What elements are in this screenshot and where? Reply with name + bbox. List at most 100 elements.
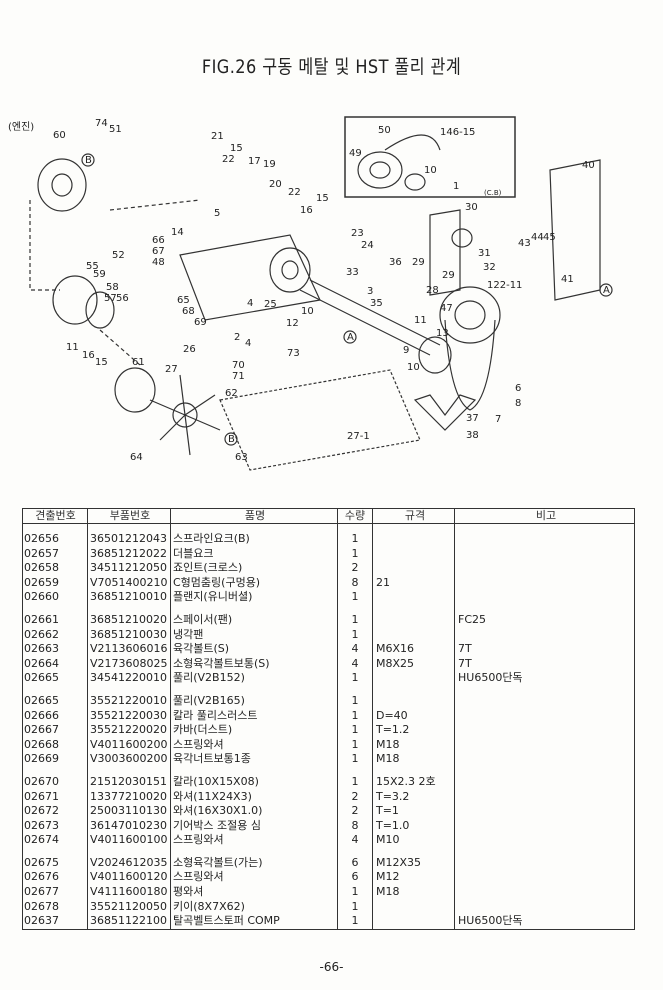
cell-remarks	[455, 709, 634, 724]
cell-part-name: 스프링와셔	[171, 833, 338, 848]
cell-part-name: 스페이서(팬)	[171, 612, 338, 628]
callout-label: 29	[412, 257, 425, 268]
callout-label: 50	[378, 125, 391, 136]
cell-spec: T=1	[373, 804, 455, 819]
cell-remarks	[455, 590, 634, 605]
callout-label: 68	[182, 306, 195, 317]
cell-qty: 2	[338, 789, 373, 805]
callout-label: 31	[478, 248, 491, 259]
cell-part-no: V2173608025	[88, 656, 171, 672]
cell-part-name: 스프링와셔	[171, 737, 338, 753]
cell-qty: 1	[338, 590, 373, 605]
cell-part-name: 와셔(11X24X3)	[171, 789, 338, 805]
cell-remarks	[455, 576, 634, 591]
cell-index-no: 02664	[23, 656, 88, 672]
cell-part-name: 냉각팬	[171, 627, 338, 643]
table-spacer	[23, 524, 634, 532]
cell-remarks	[455, 885, 634, 900]
cell-spec: M18	[373, 752, 455, 767]
cell-spec	[373, 627, 455, 643]
callout-label: A	[347, 332, 354, 343]
callout-label: 146-15	[440, 127, 476, 138]
callout-label: B	[228, 434, 235, 445]
table-spacer	[23, 847, 634, 856]
cell-remarks	[455, 900, 634, 915]
callout-label: 45	[543, 232, 556, 243]
cell-qty: 1	[338, 546, 373, 562]
header-remarks: 비고	[535, 509, 557, 522]
callout-label: B	[85, 155, 92, 166]
cell-remarks	[455, 694, 634, 709]
callout-label: 74	[95, 118, 108, 129]
callout-label: 41	[561, 274, 574, 285]
spacer-cell	[338, 847, 373, 856]
cell-index-no: 02657	[23, 546, 88, 562]
cell-index-no: 02637	[23, 914, 88, 929]
cell-remarks	[455, 532, 634, 547]
cell-part-no: 36851122100	[88, 914, 171, 929]
cell-part-no: 36851212022	[88, 546, 171, 562]
cell-remarks	[455, 833, 634, 848]
spacer-cell	[455, 767, 634, 775]
callout-label: 15	[230, 143, 243, 154]
callout-label: 3	[367, 286, 374, 297]
spacer-cell	[171, 685, 338, 694]
spacer-cell	[338, 685, 373, 694]
cell-remarks	[455, 723, 634, 738]
spacer-cell	[373, 685, 455, 694]
cell-part-no: V3003600200	[88, 752, 171, 767]
cell-qty: 1	[338, 914, 373, 929]
cell-index-no: 02666	[23, 708, 88, 724]
cell-part-no: V4011600120	[88, 870, 171, 886]
table-header: 견출번호 부품번호 품명 수량 규격 비고	[23, 509, 634, 524]
cell-remarks	[455, 547, 634, 562]
cell-index-no: 02665	[23, 693, 88, 709]
callout-label: 11	[414, 315, 427, 326]
spacer-cell	[171, 524, 338, 532]
callout-label: 17	[248, 156, 261, 167]
callout-label: 30	[465, 202, 478, 213]
cell-part-no: V7051400210	[88, 575, 171, 591]
cell-part-no: 36147010230	[88, 818, 171, 834]
callout-label: 37	[466, 413, 479, 424]
cell-part-name: 탈곡벨트스토퍼 COMP	[171, 914, 338, 929]
cell-part-no: V4011600200	[88, 737, 171, 753]
cell-part-name: 와셔(16X30X1.0)	[171, 804, 338, 819]
cell-spec	[373, 914, 455, 929]
spacer-cell	[23, 524, 88, 532]
cell-remarks: FC25	[458, 612, 487, 626]
cell-qty: 4	[338, 833, 373, 848]
cell-index-no: 02676	[23, 870, 88, 886]
cell-part-no: V4011600100	[88, 833, 171, 848]
callout-label: 67	[152, 246, 165, 257]
cell-remarks	[455, 628, 634, 643]
cell-remarks	[455, 775, 634, 790]
spacer-cell	[455, 524, 634, 532]
cell-remarks: HU6500단독	[458, 914, 523, 928]
callout-label: 60	[53, 130, 66, 141]
callout-label: 58	[106, 282, 119, 293]
header-spec: 규격	[373, 509, 455, 523]
cell-part-name: C형멈춤링(구멍용)	[171, 575, 338, 591]
spacer-cell	[23, 604, 88, 613]
callout-label: 64	[130, 452, 143, 463]
callout-label: 43	[518, 238, 531, 249]
callout-label: 26	[183, 344, 196, 355]
cell-part-name: 플랜지(유니버셜)	[171, 590, 338, 605]
cell-part-name: 스프라인요크(B)	[171, 532, 338, 547]
cell-part-no: 34511212050	[88, 561, 171, 576]
header-qty: 수량	[338, 509, 373, 523]
cell-index-no: 02659	[23, 575, 88, 591]
cell-qty: 4	[338, 656, 373, 672]
callout-label: 16	[82, 350, 95, 361]
cell-part-name: 풀리(V2B165)	[171, 693, 338, 709]
cell-index-no: 02677	[23, 885, 88, 900]
